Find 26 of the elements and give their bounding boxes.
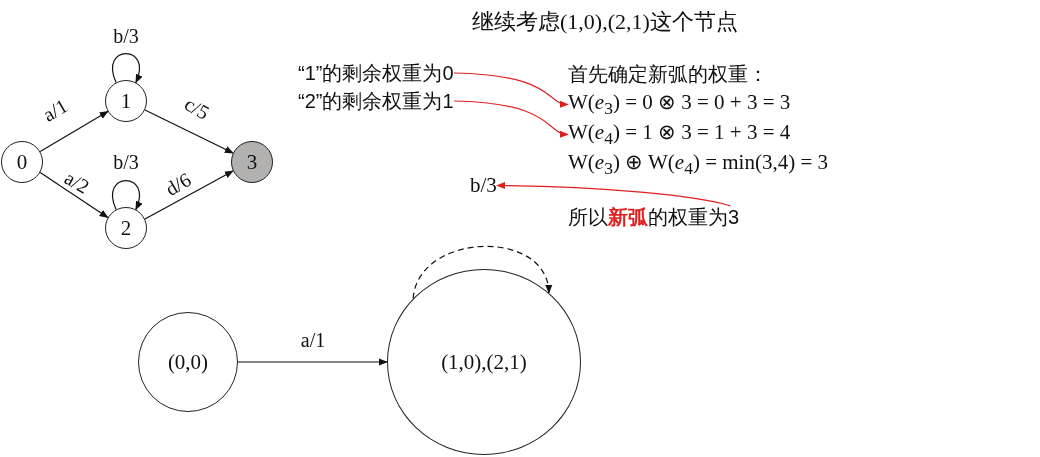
arrow <box>144 170 234 220</box>
arrow <box>237 358 388 366</box>
arrow <box>39 110 109 153</box>
annotation-text: “2”的剩余权重为1 <box>298 90 454 112</box>
arrow <box>144 109 234 154</box>
annotation-text: 首先确定新弧的权重： <box>568 63 768 85</box>
formula-line: W(e$_{3}$) ⊕ W(e$_{4}$) = min(3,4) = 3 <box>568 151 828 179</box>
arrow <box>39 171 109 219</box>
pointer-arrow <box>453 100 569 137</box>
annotation-text: 所以新弧的权重为3 <box>568 206 740 228</box>
formula-line: W(e$_{4}$) = 1 ⊗ 3 = 1 + 3 = 4 <box>568 121 791 149</box>
pointer-arrow <box>453 72 569 107</box>
state-circle: (1,0),(2,1) <box>387 269 581 455</box>
self-loop-arrow <box>412 245 551 300</box>
state-circle: (0,0) <box>138 312 238 412</box>
annotation-text: “1”的剩余权重为0 <box>298 62 454 84</box>
formula-line: W(e$_{3}$) = 0 ⊗ 3 = 0 + 3 = 3 <box>568 91 791 119</box>
state-circle: 1 <box>105 80 147 122</box>
state-circle: 2 <box>105 207 147 249</box>
weight-label: b/3 <box>470 174 497 198</box>
self-loop-arrow <box>111 53 142 84</box>
title: 继续考虑(1,0),(2,1)这个节点 <box>472 10 738 35</box>
self-loop-arrow <box>111 180 142 211</box>
state-circle: 3 <box>231 141 273 183</box>
pointer-arrow <box>496 182 732 207</box>
state-circle: 0 <box>1 141 43 183</box>
